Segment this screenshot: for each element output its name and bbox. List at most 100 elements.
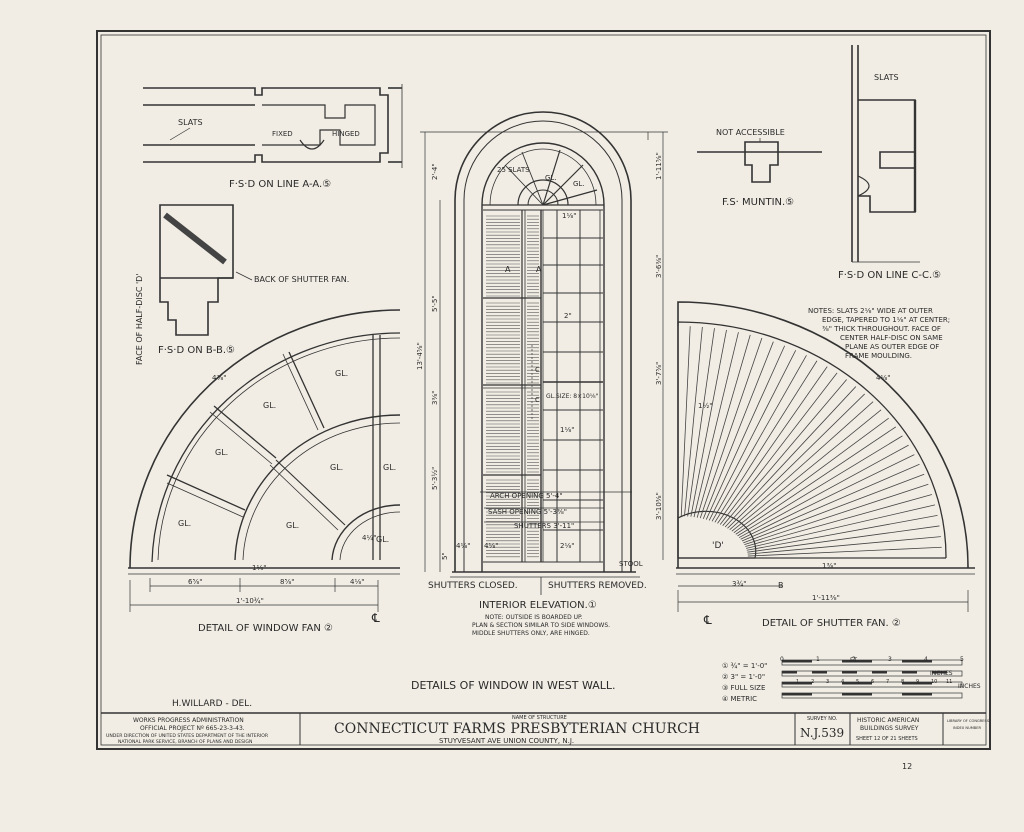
fan-slat	[719, 372, 838, 525]
dim-left-small: 3⅜"	[431, 391, 439, 405]
note-line: PLAN & SECTION SIMILAR TO SIDE WINDOWS.	[472, 622, 610, 629]
scale-label: ③ FULL SIZE	[722, 684, 765, 692]
scale-inches-label: INCHES	[930, 670, 953, 677]
scale-segment	[902, 660, 932, 663]
label-arch-opening: ARCH OPENING 5'-4"	[490, 492, 563, 500]
gl-label: GL.	[545, 174, 557, 182]
scale-segment	[902, 693, 932, 696]
fan-slat	[690, 329, 727, 517]
fan-slat	[743, 473, 925, 544]
dim-label: 6⅝"	[188, 578, 202, 586]
scale-number: 2	[852, 656, 856, 663]
window-fan-dims: 6⅝" 8⅝" 4⅛" 1'-10¾" 4⅞" 1⅛" 4¼"	[188, 374, 376, 605]
label-stool: STOOL	[619, 560, 643, 568]
label-slats-aa: SLATS	[178, 118, 203, 127]
label-b: B	[778, 581, 784, 590]
scale-segment	[782, 693, 812, 696]
fan-slat	[705, 345, 785, 520]
scale-number: 11	[946, 679, 952, 685]
scale-number: 8	[901, 679, 904, 685]
scale-number: 5	[960, 656, 964, 663]
dim-label: 8⅝"	[280, 578, 294, 586]
label-gl-size: GL.SIZE: 8×10⅛"	[546, 393, 599, 400]
gl-label: GL.	[330, 463, 343, 472]
fan-slat	[727, 393, 865, 529]
note-line: EDGE, TAPERED TO 1⅛" AT CENTER;	[822, 316, 950, 324]
gl-label: GL.	[335, 369, 348, 378]
dim-mid: 3'-7⅝"	[655, 362, 663, 385]
gl-label: GL.	[286, 521, 299, 530]
dim-label: 1'-10¾"	[236, 597, 264, 605]
fan-slat	[714, 360, 818, 523]
detail-line-cc	[851, 45, 920, 263]
inner-border	[100, 34, 987, 746]
scale-segment	[902, 682, 932, 685]
dim-label: 4⅛"	[350, 578, 364, 586]
fan-slat	[735, 426, 897, 535]
label-fixed: FIXED	[272, 130, 293, 138]
scale-segment	[812, 671, 827, 674]
dim-low: 3'-10⅜"	[655, 492, 663, 520]
dim-top: 1'-11⅝"	[655, 152, 663, 180]
fan-slat	[747, 546, 942, 557]
dim-label: 4⅞"	[212, 374, 226, 382]
agency-line: WORKS PROGRESS ADMINISTRATION	[133, 717, 244, 724]
note-line: CENTER HALF-DISC ON SAME	[840, 334, 943, 342]
dim-label: 1⅜"	[822, 562, 836, 570]
leader-back-fan	[235, 271, 253, 281]
agency-line: UNDER DIRECTION OF UNITED STATES DEPARTM…	[106, 733, 269, 739]
scale-number: 10	[931, 679, 937, 685]
shutter-fan-slats	[677, 326, 942, 559]
window-fan-glass-labels: GL. GL. GL. GL. GL. GL. GL. GL.	[178, 369, 396, 544]
fan-slat	[693, 332, 739, 518]
dim-label: 4⅛"	[876, 374, 890, 382]
gl-label: GL.	[376, 535, 389, 544]
leader-slats	[169, 127, 191, 141]
scale-number: 4	[924, 656, 928, 663]
dim-label: 1'-11⅜"	[812, 594, 840, 602]
label-disc-d: 'D'	[712, 541, 724, 551]
title-block	[101, 712, 986, 745]
label-back-shutter-fan: BACK OF SHUTTER FAN.	[254, 275, 349, 284]
fan-slat	[746, 504, 936, 549]
scale-number: 1	[816, 656, 820, 663]
sheet-number: SHEET 12 OF 21 SHEETS	[856, 736, 918, 742]
scale-inches-label: INCHES	[958, 683, 981, 690]
scale-segment	[782, 671, 797, 674]
scale-number: 2	[811, 679, 814, 685]
structure-address: STUYVESANT AVE UNION COUNTY, N.J.	[439, 737, 574, 745]
scale-segment	[902, 671, 917, 674]
note-line: PLANE AS OUTER EDGE OF	[845, 343, 939, 351]
dim-label: 1⅛"	[252, 564, 266, 572]
label-25-slats: 25 SLATS	[497, 166, 530, 174]
gl-label: GL.	[215, 448, 228, 457]
fan-slat	[747, 536, 941, 555]
note-line: FRAME MOULDING.	[845, 352, 912, 360]
fan-slat	[733, 417, 889, 534]
agency-line: NATIONAL PARK SERVICE, BRANCH OF PLANS A…	[118, 739, 252, 745]
fan-slat	[684, 326, 703, 517]
fan-slat	[687, 328, 715, 517]
dim-label: 3¾"	[732, 580, 746, 588]
shutter-fan-dims: 3¾" 1'-11⅜" 1½" 1⅜" 4⅛"	[698, 374, 890, 602]
scale-number: 9	[916, 679, 919, 685]
section-c-upper: C	[535, 366, 540, 374]
fan-slat	[747, 525, 940, 553]
dim-left-3: 5'-3½"	[431, 467, 439, 490]
scale-segment	[842, 671, 857, 674]
detail-muntin	[697, 138, 822, 183]
outer-border	[96, 30, 991, 750]
survey-caption: SURVEY NO.	[807, 716, 838, 722]
window-fan-drawing	[128, 309, 401, 612]
centerline-mark: ℄	[703, 613, 712, 627]
caption-interior-elevation: INTERIOR ELEVATION.①	[479, 600, 597, 611]
fan-slat	[745, 494, 933, 547]
scale-ft-label: FT.	[850, 657, 858, 664]
fan-slat	[729, 401, 874, 531]
dim-left-1: 5'-5"	[431, 295, 439, 312]
fan-slat	[737, 435, 903, 537]
label-not-accessible: NOT ACCESSIBLE	[716, 128, 785, 137]
fan-slat	[708, 350, 797, 521]
scale-segment	[842, 660, 872, 663]
